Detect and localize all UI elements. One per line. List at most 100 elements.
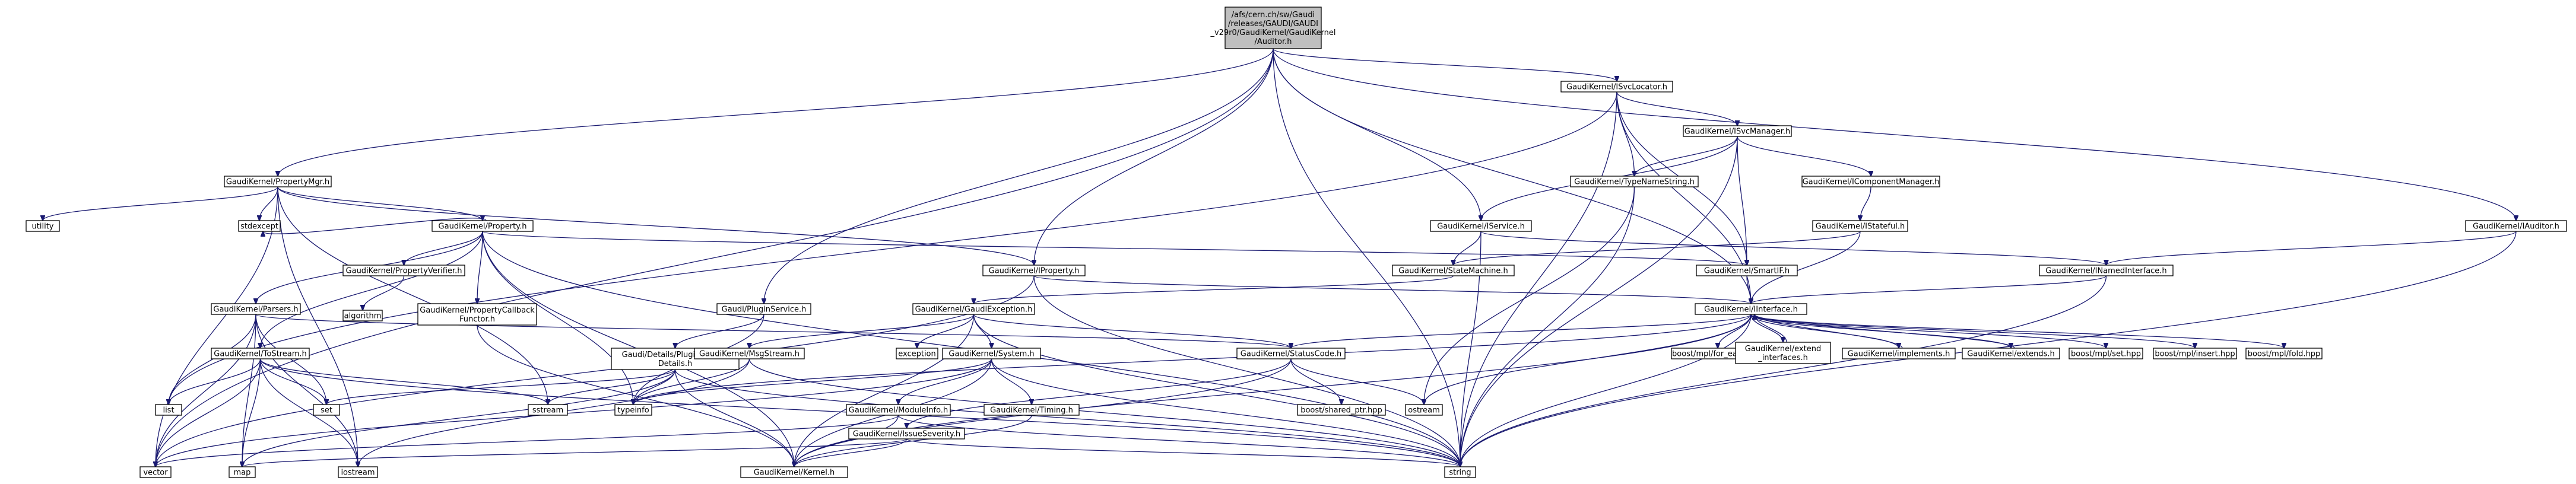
node-typeinfo[interactable]: typeinfo <box>614 404 652 416</box>
node-isvclocator[interactable]: GaudiKernel/ISvcLocator.h <box>1560 81 1673 93</box>
node-map[interactable]: map <box>229 466 256 478</box>
edge-gaudiexception-to-string <box>973 314 1461 467</box>
node-box-mplset <box>2069 348 2143 359</box>
edge-isvcmanager-to-string <box>1460 136 1738 467</box>
node-box-istateful <box>1812 220 1908 232</box>
node-label-extendinterfaces: _interfaces.h <box>1757 354 1808 362</box>
node-box-list <box>155 404 182 416</box>
node-label-iproperty: GaudiKernel/IProperty.h <box>989 267 1080 276</box>
node-sstream[interactable]: sstream <box>528 404 568 416</box>
node-iostream[interactable]: iostream <box>338 466 378 478</box>
node-label-propcallback: Functor.h <box>459 315 495 324</box>
edge-system-to-modulelnfo <box>899 358 992 405</box>
edge-root-to-propertymgr <box>278 48 1274 176</box>
edge-istateful-to-iinterface <box>1751 231 1861 304</box>
node-issueseverity[interactable]: GaudiKernel/IssueSeverity.h <box>848 428 965 440</box>
node-box-iservice <box>1430 220 1532 232</box>
node-label-sharedptr: boost/shared_ptr.hpp <box>1300 406 1382 415</box>
edge-implements-to-iinterface <box>1755 314 1903 349</box>
node-iservice[interactable]: GaudiKernel/IService.h <box>1430 220 1532 232</box>
node-typenamestring[interactable]: GaudiKernel/TypeNameString.h <box>1570 176 1699 187</box>
node-sharedptr[interactable]: boost/shared_ptr.hpp <box>1297 404 1386 416</box>
edge-istateful-to-statemachine <box>1454 231 1861 265</box>
node-mplinsert[interactable]: boost/mpl/insert.hpp <box>2153 348 2237 359</box>
node-gaudiexception[interactable]: GaudiKernel/GaudiException.h <box>912 303 1035 315</box>
node-stdexcept[interactable]: stdexcept <box>238 220 281 232</box>
node-string[interactable]: string <box>1444 466 1476 478</box>
edge-isvclocator-to-string <box>1460 91 1617 467</box>
node-extendinterfaces[interactable]: GaudiKernel/extend_interfaces.h <box>1735 342 1831 364</box>
edge-property-to-propcallback <box>477 231 483 304</box>
node-pluginservice[interactable]: Gaudi/PluginService.h <box>716 303 811 315</box>
edge-pluginsvcdetails-to-kernel <box>674 369 795 467</box>
node-timing[interactable]: GaudiKernel/Timing.h <box>984 404 1080 416</box>
node-tostream[interactable]: GaudiKernel/ToStream.h <box>211 348 310 359</box>
node-label-implements: GaudiKernel/implements.h <box>1848 350 1950 359</box>
node-utility[interactable]: utility <box>26 220 60 232</box>
node-iinterface[interactable]: GaudiKernel/IInterface.h <box>1695 303 1807 315</box>
node-set[interactable]: set <box>313 404 340 416</box>
edge-msgstream-to-string <box>748 358 1461 467</box>
node-label-inamedinterface: GaudiKernel/INamedInterface.h <box>2045 267 2166 276</box>
node-box-parsers <box>211 303 301 315</box>
node-label-iauditor: GaudiKernel/IAuditor.h <box>2473 222 2559 231</box>
node-box-propertymgr <box>224 176 332 187</box>
node-parsers[interactable]: GaudiKernel/Parsers.h <box>211 303 301 315</box>
edge-iinterface-to-mplset <box>1750 314 2106 348</box>
node-box-typeinfo <box>614 404 652 416</box>
node-implements[interactable]: GaudiKernel/implements.h <box>1842 348 1956 359</box>
node-system[interactable]: GaudiKernel/System.h <box>942 348 1041 359</box>
node-extends[interactable]: GaudiKernel/extends.h <box>1962 348 2060 359</box>
node-label-string: string <box>1449 469 1471 477</box>
node-smartif[interactable]: GaudiKernel/SmartIF.h <box>1696 265 1798 276</box>
edge-parsers-to-statuscode <box>255 314 1291 348</box>
node-list[interactable]: list <box>155 404 182 416</box>
edge-pluginservice-to-pluginsvcdetails <box>675 314 764 348</box>
node-exception[interactable]: exception <box>896 348 938 359</box>
node-label-ostream: ostream <box>1408 406 1440 415</box>
node-kernel[interactable]: GaudiKernel/Kernel.h <box>740 466 848 478</box>
node-propverifier[interactable]: GaudiKernel/PropertyVerifier.h <box>342 265 465 276</box>
node-vector[interactable]: vector <box>139 466 172 478</box>
node-box-ostream <box>1405 404 1443 416</box>
edge-tostream-to-sstream <box>259 358 548 405</box>
node-statemachine[interactable]: GaudiKernel/StateMachine.h <box>1392 265 1515 276</box>
edge-root-to-string <box>1273 48 1460 467</box>
node-label-set: set <box>321 406 332 415</box>
node-label-icomponentmanager: GaudiKernel/IComponentManager.h <box>1803 178 1940 187</box>
edge-inamedinterface-to-iinterface <box>1751 275 2107 304</box>
node-statuscode[interactable]: GaudiKernel/StatusCode.h <box>1236 348 1346 359</box>
node-istateful[interactable]: GaudiKernel/IStateful.h <box>1812 220 1908 232</box>
node-box-mplfold <box>2245 348 2323 359</box>
node-box-icomponentmanager <box>1801 176 1940 187</box>
node-box-timing <box>984 404 1080 416</box>
node-box-sharedptr <box>1297 404 1386 416</box>
node-label-property: GaudiKernel/Property.h <box>439 222 527 231</box>
node-label-exception: exception <box>898 350 936 359</box>
node-label-pluginsvcdetails: Details.h <box>658 359 692 368</box>
node-algorithm[interactable]: algorithm <box>342 310 383 321</box>
node-label-extendinterfaces: GaudiKernel/extend <box>1745 345 1821 354</box>
node-box-implements <box>1842 348 1956 359</box>
edge-smartif-to-iinterface <box>1746 275 1751 304</box>
edge-root-to-iinterface <box>1273 48 1751 304</box>
node-box-issueseverity <box>848 428 965 440</box>
node-iauditor[interactable]: GaudiKernel/IAuditor.h <box>2465 220 2567 232</box>
node-mplfold[interactable]: boost/mpl/fold.hpp <box>2245 348 2323 359</box>
node-label-tostream: GaudiKernel/ToStream.h <box>214 350 306 359</box>
node-label-iinterface: GaudiKernel/IInterface.h <box>1704 305 1798 314</box>
node-inamedinterface[interactable]: GaudiKernel/INamedInterface.h <box>2039 265 2174 276</box>
node-modulelnfo[interactable]: GaudiKernel/ModuleInfo.h <box>846 404 951 416</box>
node-ostream[interactable]: ostream <box>1405 404 1443 416</box>
node-msgstream[interactable]: GaudiKernel/MsgStream.h <box>694 348 805 359</box>
node-propertymgr[interactable]: GaudiKernel/PropertyMgr.h <box>224 176 332 187</box>
node-box-inamedinterface <box>2039 265 2174 276</box>
node-mplset[interactable]: boost/mpl/set.hpp <box>2069 348 2143 359</box>
edge-modulelnfo-to-vector <box>156 415 899 467</box>
node-isvcmanager[interactable]: GaudiKernel/ISvcManager.h <box>1683 125 1792 137</box>
node-iproperty[interactable]: GaudiKernel/IProperty.h <box>982 265 1086 276</box>
node-property[interactable]: GaudiKernel/Property.h <box>432 220 534 232</box>
node-icomponentmanager[interactable]: GaudiKernel/IComponentManager.h <box>1801 176 1940 187</box>
edge-iinterface-to-string <box>1460 314 1752 467</box>
